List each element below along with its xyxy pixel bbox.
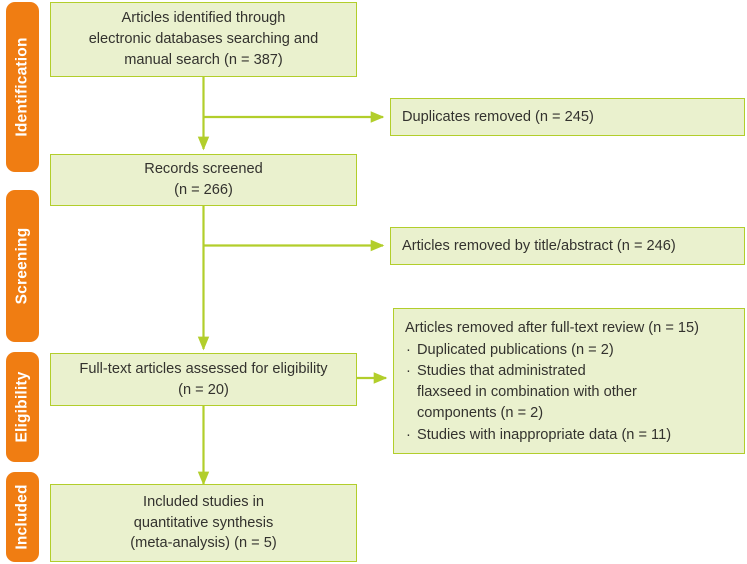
box-fulltext-assessed-line-1: Full-text articles assessed for eligibil… [79,360,328,377]
box-removed-title-abstract: Articles removed by title/abstract (n = … [390,227,745,265]
reason-2-line-3: components (n = 2) [417,404,544,421]
box-articles-identified: Articles identified through electronic d… [50,2,357,77]
box-articles-identified-line-3: manual search (n = 387) [124,51,283,68]
box-included-studies-line-2: quantitative synthesis [133,514,274,531]
box-included-studies: Included studies in quantitative synthes… [50,484,357,562]
stage-tab-eligibility: Eligibility [6,352,39,462]
full-text-exclusion-reason-list: · Duplicated publications (n = 2) · Stud… [405,340,699,446]
stage-tab-screening: Screening [6,190,39,342]
box-duplicates-removed-text: Duplicates removed (n = 245) [402,108,594,125]
stage-tab-included: Included [6,472,39,562]
bullet-icon: · [406,341,411,358]
box-fulltext-assessed: Full-text articles assessed for eligibil… [50,353,357,406]
stage-tab-included-label: Included [13,484,31,550]
box-removed-title-abstract-text: Articles removed by title/abstract (n = … [402,237,676,254]
stage-tab-identification: Identification [6,2,39,172]
box-removed-full-text-review: Articles removed after full-text review … [393,308,745,454]
list-item: · Duplicated publications (n = 2) [405,340,699,361]
reason-2-line-1: Studies that administrated [417,363,586,380]
box-included-studies-line-3: (meta-analysis) (n = 5) [130,535,277,552]
reason-1-line-1: Duplicated publications (n = 2) [417,341,614,358]
box-records-screened-line-2: (n = 266) [174,182,233,198]
box-records-screened: Records screened (n = 266) [50,154,357,206]
box-articles-identified-line-2: electronic databases searching and [88,31,319,48]
reason-2-line-2: flaxseed in combination with other [417,384,637,401]
stage-tab-eligibility-label: Eligibility [13,371,31,443]
reason-3-line-1: Studies with inappropriate data (n = 11) [417,426,672,443]
box-duplicates-removed: Duplicates removed (n = 245) [390,98,745,136]
box-removed-full-text-review-heading: Articles removed after full-text review … [405,320,700,336]
box-records-screened-line-1: Records screened [144,161,263,178]
stage-tab-screening-label: Screening [13,227,31,305]
box-articles-identified-line-1: Articles identified through [121,10,286,27]
list-item: · Studies with inappropriate data (n = 1… [405,425,699,446]
bullet-icon: · [406,426,411,443]
box-fulltext-assessed-line-2: (n = 20) [178,381,229,398]
bullet-icon: · [406,363,411,380]
box-included-studies-line-1: Included studies in [143,493,264,510]
list-item: · Studies that administrated flaxseed in… [405,361,699,423]
stage-tab-identification-label: Identification [13,37,31,137]
